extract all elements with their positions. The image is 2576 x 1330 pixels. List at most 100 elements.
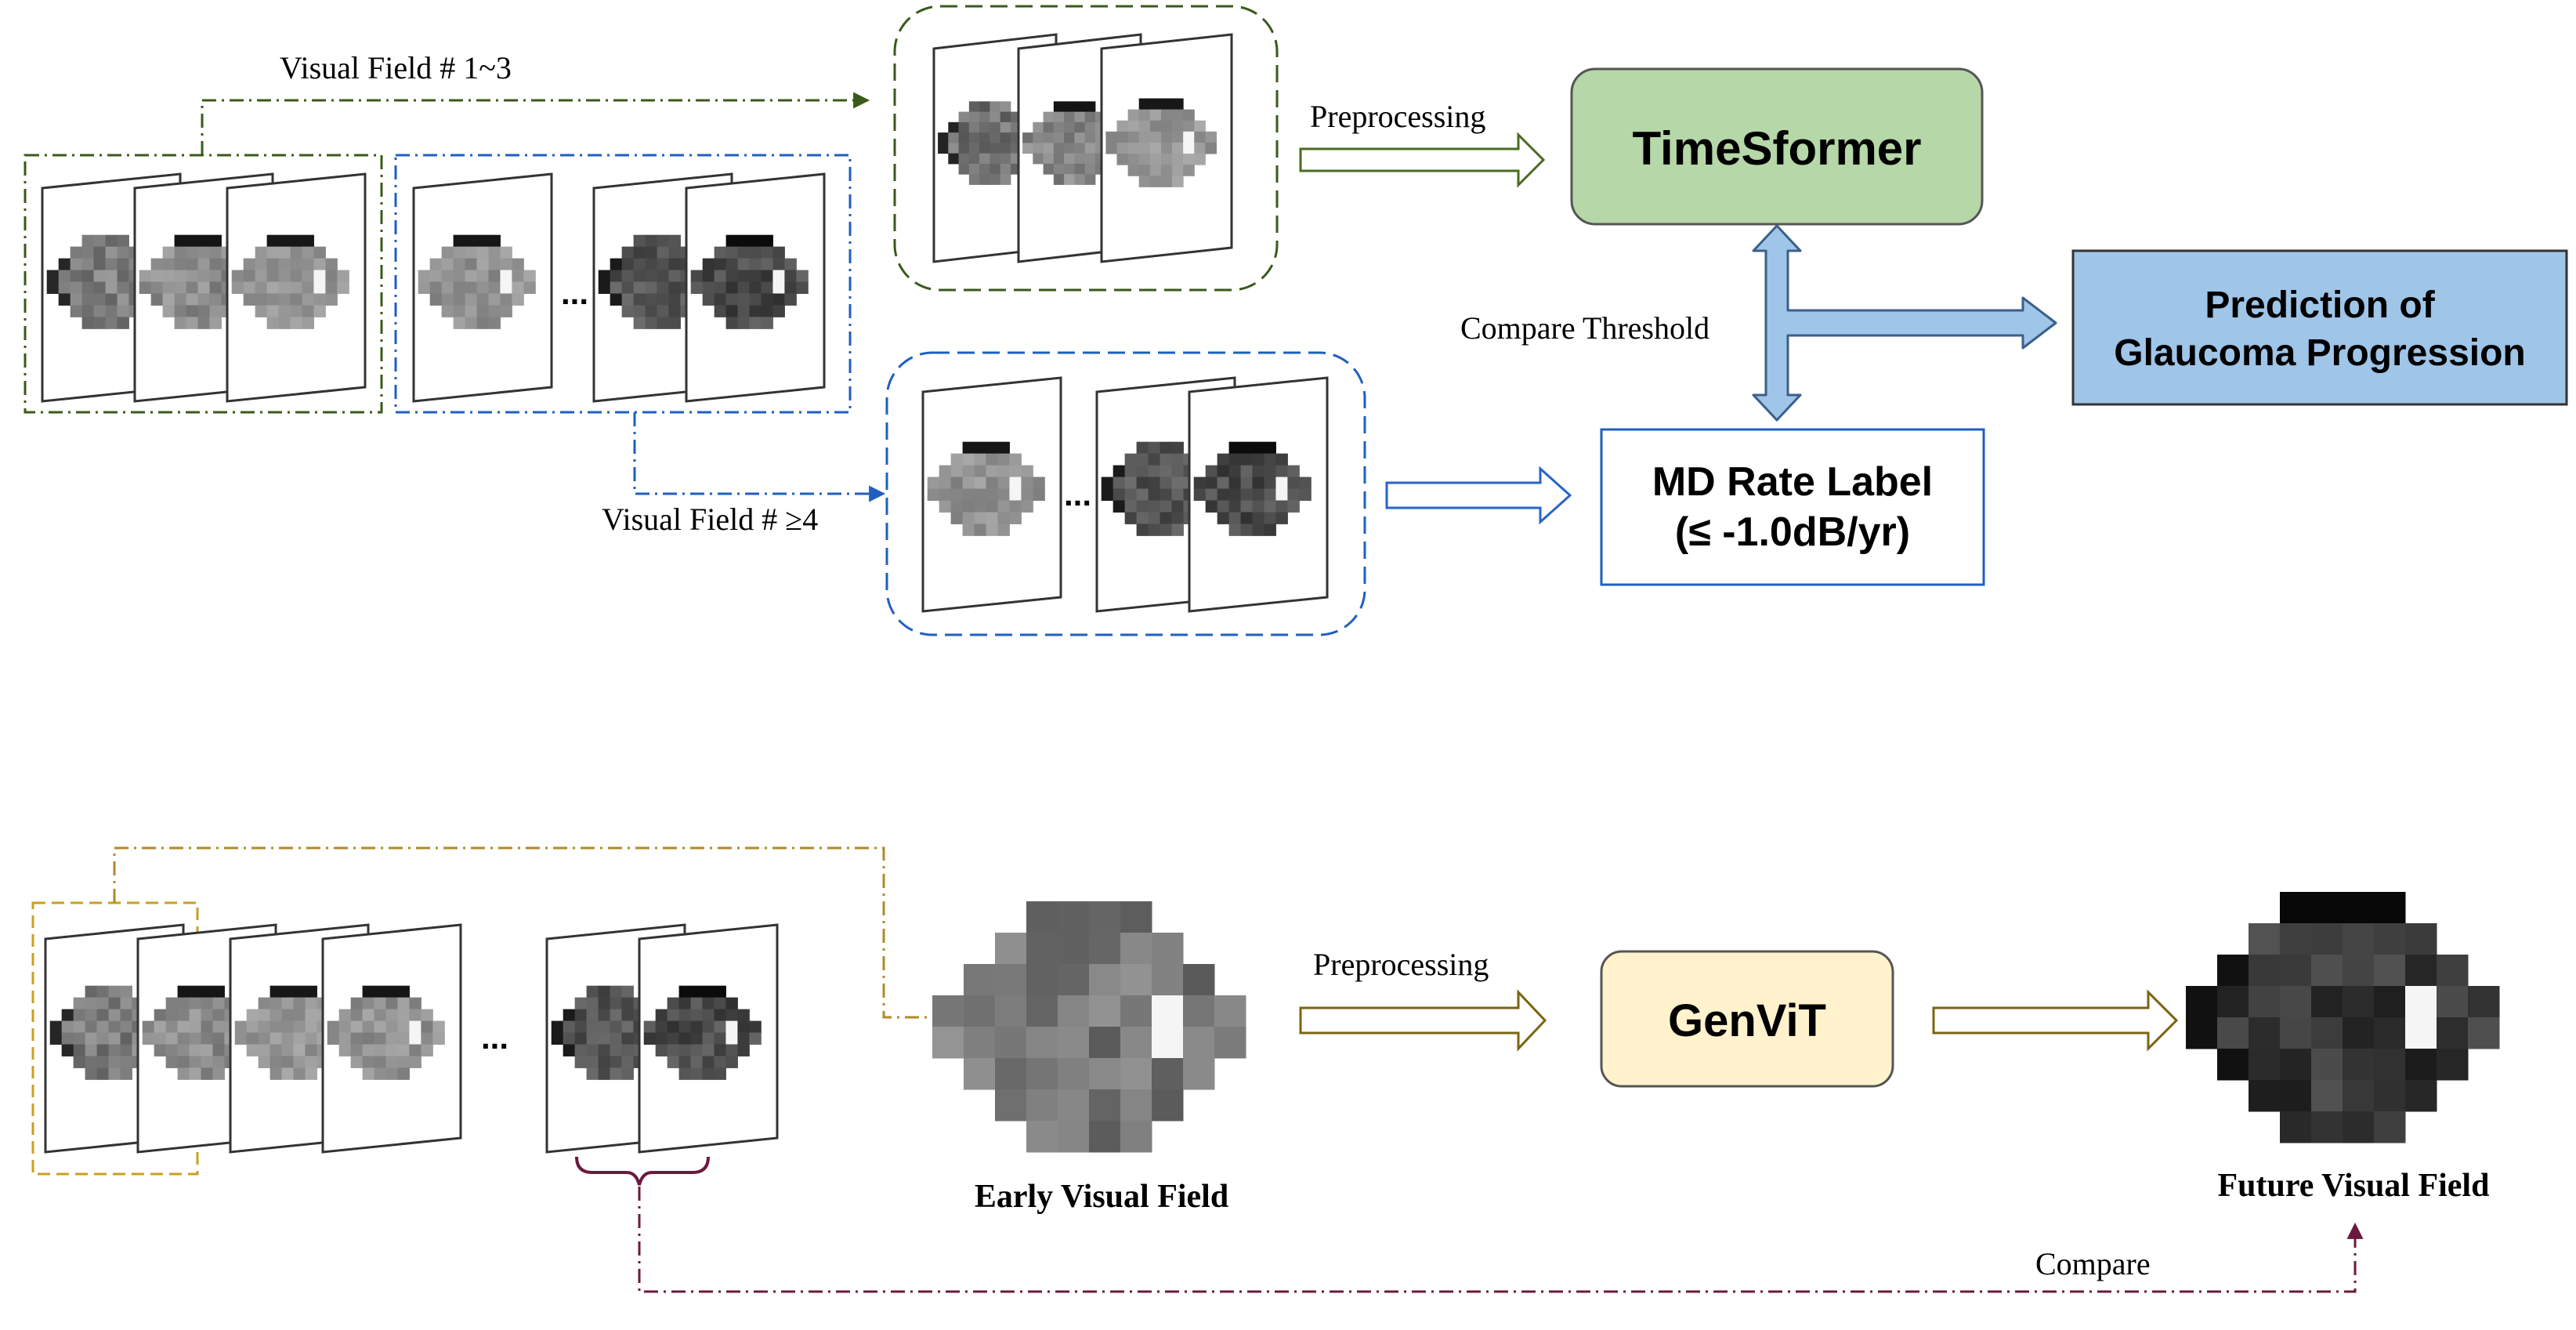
grid-cell — [598, 1056, 611, 1068]
grid-cell — [432, 1020, 445, 1034]
grid-cell — [1074, 163, 1086, 175]
grid-cell — [85, 1067, 98, 1080]
grid-cell — [1171, 488, 1184, 501]
grid-cell — [177, 1067, 190, 1080]
grid-cell — [610, 1056, 622, 1068]
grid-cell — [2374, 892, 2406, 924]
grid-cell — [714, 293, 727, 306]
grid-cell — [154, 1032, 167, 1045]
grid-cell — [1043, 121, 1055, 133]
grid-cell — [667, 1032, 680, 1045]
grid-cell — [1148, 512, 1161, 524]
grid-cell — [964, 995, 996, 1027]
grid-cell — [108, 997, 121, 1010]
grid-cell — [476, 246, 489, 259]
grid-cell — [246, 1032, 259, 1045]
grid-cell — [610, 1020, 622, 1034]
grid-cell — [421, 1009, 433, 1022]
grid-cell — [270, 1032, 283, 1045]
grid-cell — [201, 1067, 213, 1080]
grid-cell — [1183, 131, 1195, 143]
grid-cell — [120, 997, 132, 1010]
grid-cell — [725, 281, 739, 294]
grid-cell — [374, 997, 387, 1010]
grid-cell — [120, 1032, 132, 1045]
grid-cell — [500, 293, 512, 306]
grid-cell — [1089, 964, 1121, 996]
grid-cell — [305, 1009, 317, 1022]
grid-cell — [197, 281, 210, 294]
grid-cell — [668, 281, 681, 294]
grid-cell — [2311, 955, 2343, 987]
grid-cell — [266, 305, 280, 317]
grid-cell — [761, 270, 773, 283]
grid-cell — [586, 1009, 599, 1022]
grid-cell — [1053, 121, 1065, 133]
grid-cell — [1193, 488, 1207, 501]
grid-cell — [995, 933, 1027, 965]
grid-cell — [500, 258, 512, 271]
grid-cell — [174, 234, 187, 248]
grid-cell — [1287, 488, 1300, 501]
grid-cell — [761, 293, 773, 306]
grid-cell — [374, 985, 387, 998]
grid-cell — [105, 234, 118, 248]
grid-cell — [979, 121, 990, 133]
grid-cell — [1026, 964, 1058, 996]
grid-cell — [1000, 153, 1011, 165]
grid-cell — [255, 270, 268, 283]
grid-cell — [997, 512, 1010, 524]
grid-cell — [2280, 1080, 2312, 1112]
grid-cell — [70, 305, 83, 317]
grid-cell — [441, 281, 454, 294]
grid-cell — [979, 101, 990, 113]
grid-cell — [1240, 477, 1254, 490]
bottom-input-ellipsis: ... — [481, 1019, 508, 1056]
grid-cell — [255, 305, 268, 317]
grid-cell — [1033, 488, 1045, 501]
grid-cell — [1074, 143, 1086, 154]
grid-cell — [1264, 441, 1276, 455]
grid-cell — [1183, 120, 1195, 132]
grid-cell — [586, 1044, 599, 1056]
grid-cell — [633, 281, 646, 294]
grid-cell — [362, 1044, 375, 1056]
grid-cell — [725, 270, 739, 283]
grid-cell — [142, 1032, 155, 1045]
grid-cell — [645, 281, 658, 294]
grid-cell — [1194, 120, 1206, 132]
visual-field-card — [1100, 33, 1233, 263]
grid-cell — [2468, 1017, 2500, 1049]
grid-cell — [1252, 441, 1264, 455]
grid-cell — [1064, 101, 1075, 113]
grid-cell — [1252, 488, 1264, 501]
future-visual-field — [2186, 892, 2500, 1143]
grid-cell — [1183, 1058, 1215, 1090]
grid-cell — [105, 281, 118, 294]
grid-cell — [1240, 441, 1254, 455]
grid-cell — [313, 305, 326, 317]
grid-cell — [96, 997, 110, 1010]
grid-cell — [1183, 154, 1195, 165]
grid-cell — [488, 293, 501, 306]
grid-cell — [1299, 488, 1312, 501]
grid-cell — [421, 1044, 433, 1056]
grid-cell — [1264, 453, 1276, 466]
grid-cell — [633, 305, 646, 317]
grid-cell — [177, 1044, 190, 1056]
grid-cell — [1064, 111, 1075, 123]
grid-cell — [962, 500, 975, 513]
visual-field-grid — [938, 101, 1043, 185]
grid-cell — [96, 1056, 110, 1068]
grid-cell — [974, 477, 987, 490]
grid-cell — [258, 1056, 271, 1068]
grid-cell — [633, 234, 646, 248]
grid-cell — [1160, 154, 1173, 165]
grid-cell — [374, 1067, 387, 1080]
grid-cell — [302, 246, 314, 259]
grid-cell — [278, 258, 291, 271]
grid-cell — [1084, 174, 1096, 185]
grid-cell — [725, 1044, 738, 1056]
grid-cell — [255, 246, 268, 259]
grid-cell — [1264, 500, 1276, 513]
